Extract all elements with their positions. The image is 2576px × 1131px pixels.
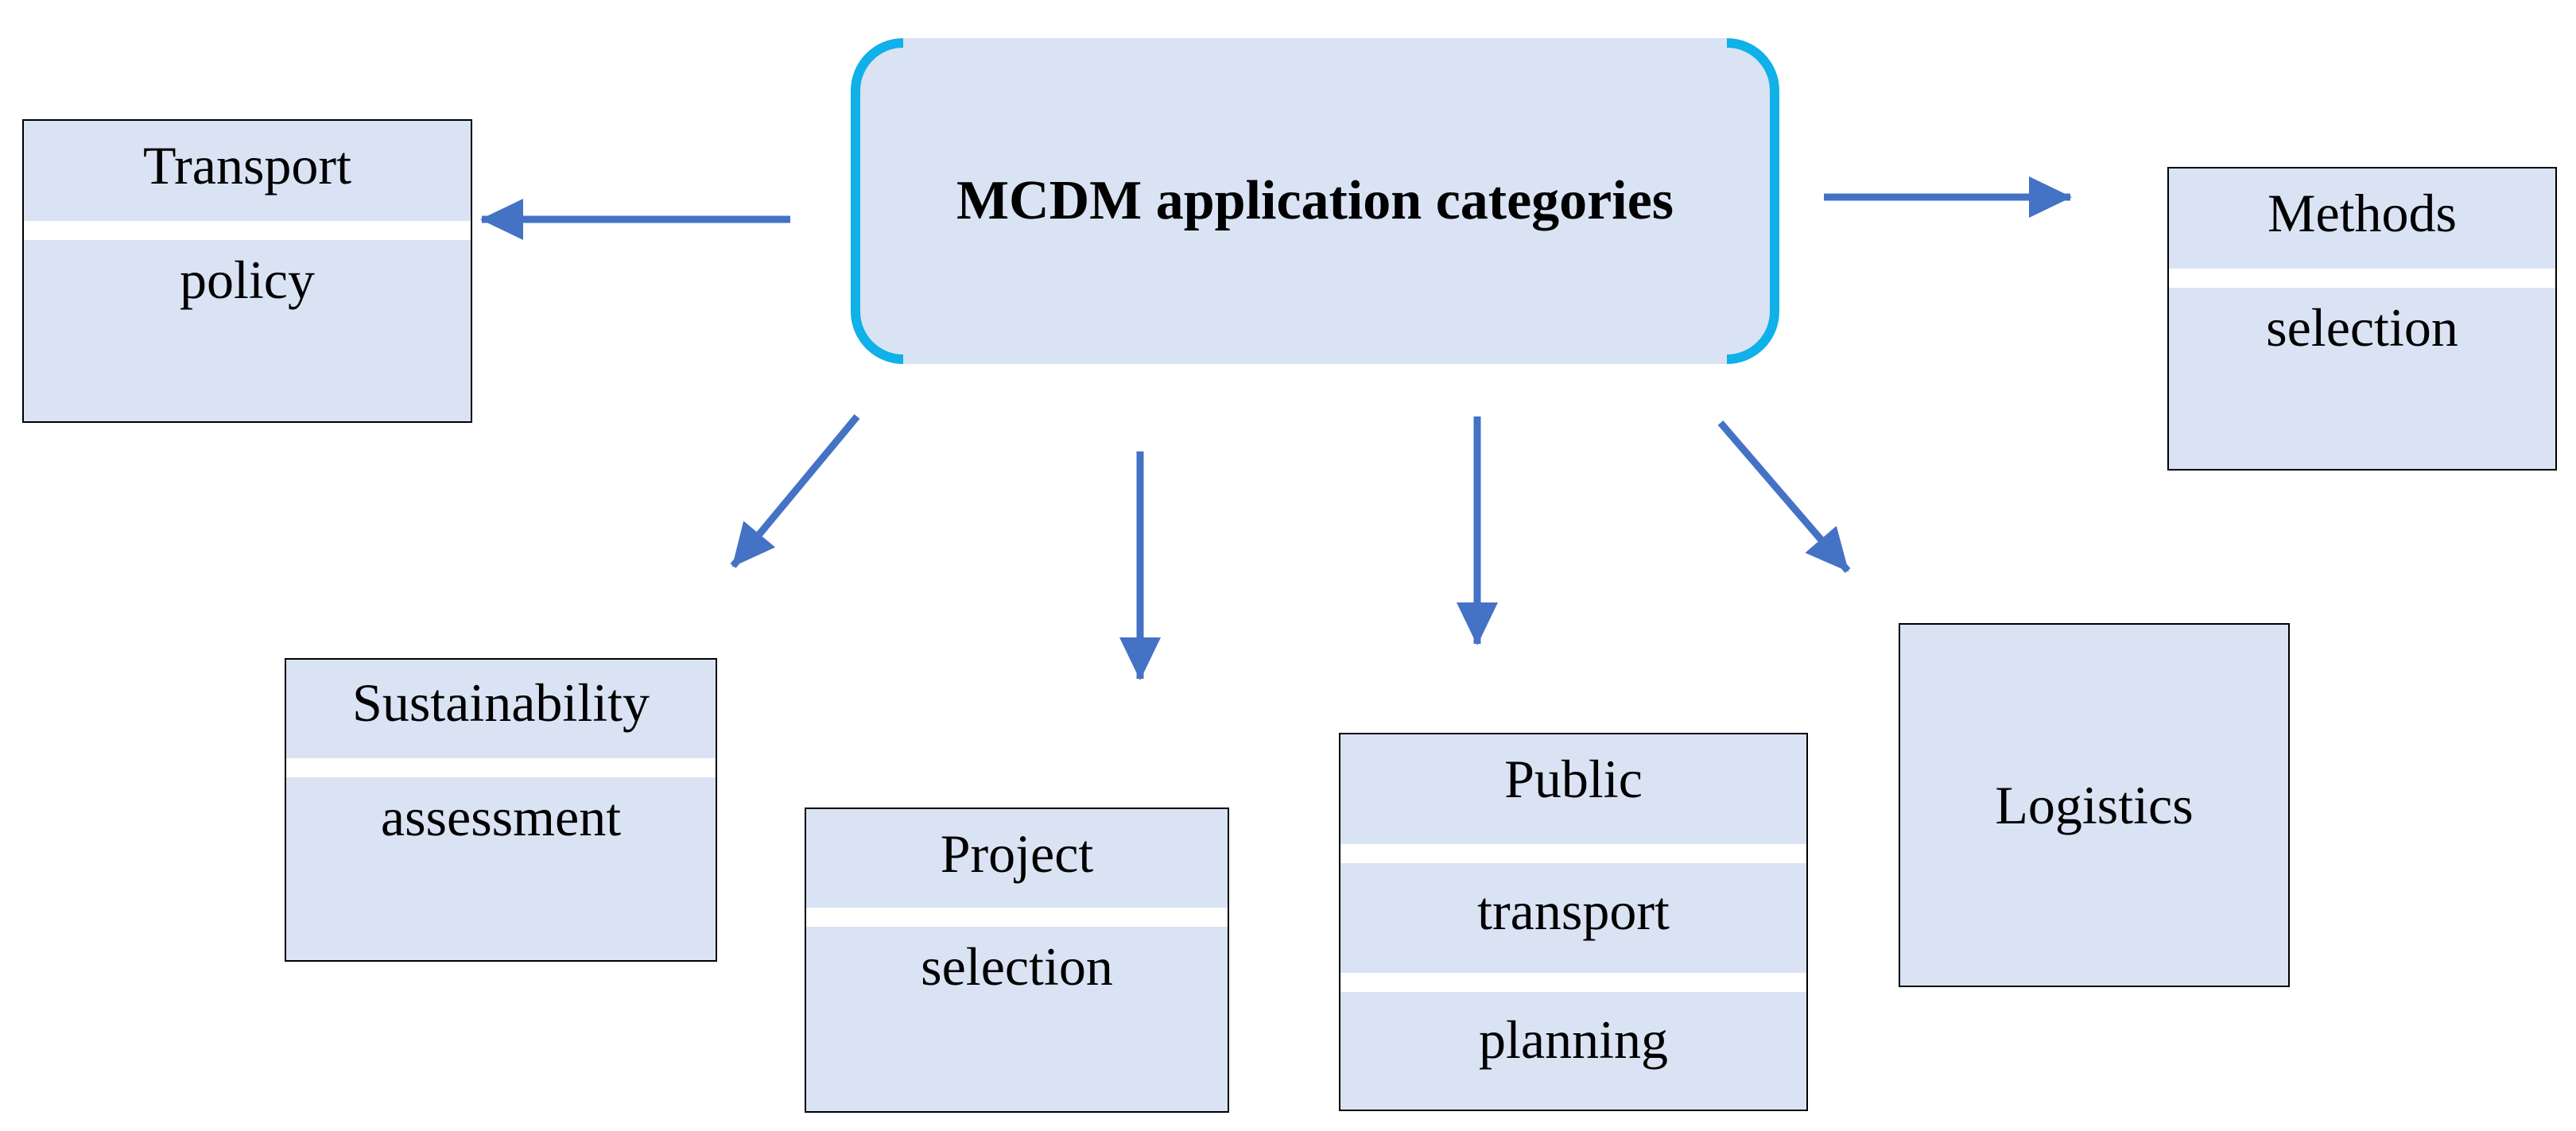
center-bracket-left [851,38,903,364]
box-sustainability-assessment: Sustainability assessment [285,658,717,962]
box-line-2: policy [180,250,315,310]
center-bracket-right [1727,38,1779,364]
box-separator [1340,844,1806,863]
box-line-2: selection [921,936,1113,997]
box-line-1: Transport [143,135,351,196]
arrow-to-logistics [1717,420,1851,573]
box-separator [286,758,716,777]
box-line-1: Public [1504,749,1643,809]
box-line-1: Logistics [1995,774,2194,835]
box-line-1: Sustainability [352,672,650,733]
box-logistics: Logistics [1899,623,2290,987]
box-transport-policy: Transport policy [22,119,472,423]
box-separator [1340,973,1806,992]
box-methods-selection: Methods selection [2167,167,2557,471]
arrow-to-sustainability-assessment [730,414,860,568]
box-line-1: Methods [2268,183,2457,243]
box-line-3: planning [1479,1009,1668,1070]
box-line-2: transport [1477,881,1670,941]
box-line-1: Project [940,823,1094,884]
box-separator [24,221,471,240]
box-public-transport-planning: Public transport planning [1339,733,1808,1111]
box-line-2: assessment [380,787,622,847]
center-title: MCDM application categories [956,170,1674,231]
box-project-selection: Project selection [805,808,1229,1113]
box-separator [2169,269,2555,288]
box-separator [806,908,1228,927]
center-node: MCDM application categories [851,38,1779,364]
box-line-2: selection [2266,297,2458,358]
